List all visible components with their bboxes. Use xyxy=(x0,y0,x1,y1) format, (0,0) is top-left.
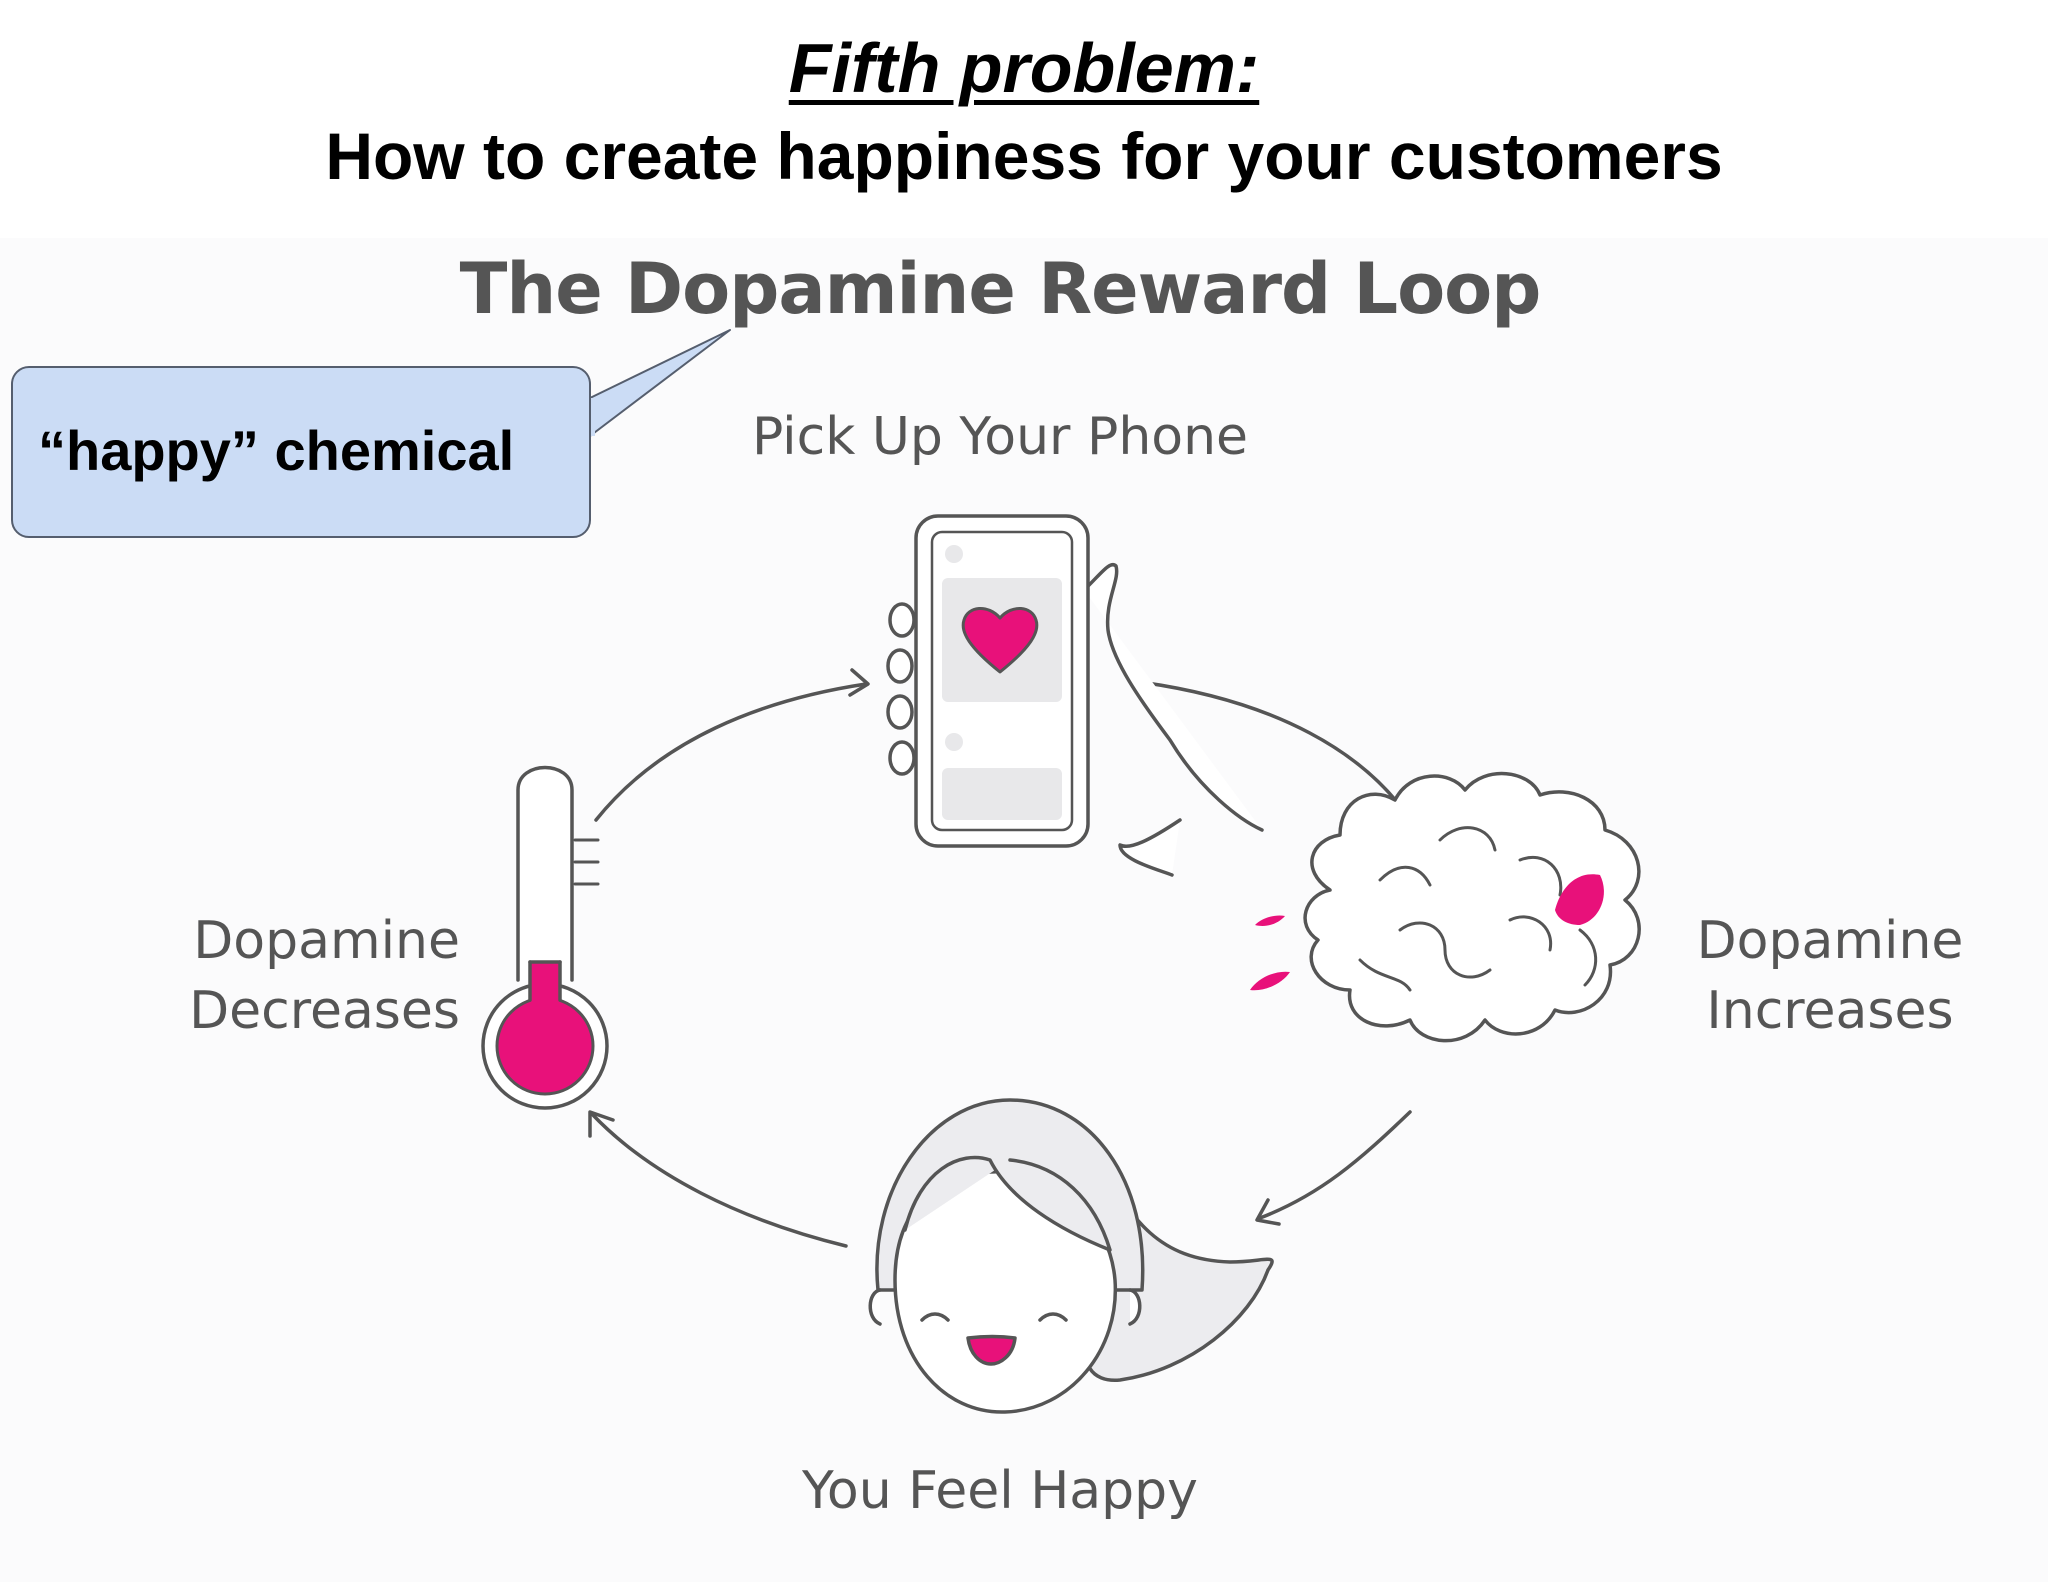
bangs xyxy=(903,1155,1112,1252)
finger-icons xyxy=(886,602,916,776)
stage-label-decrease: Dopamine Decreases xyxy=(140,906,460,1046)
brain-folds xyxy=(1358,826,1598,992)
stage-label-increase-line1: Dopamine xyxy=(1696,911,1964,971)
phone-with-heart-icon xyxy=(886,514,1264,877)
stage-label-phone: Pick Up Your Phone xyxy=(751,407,1249,467)
thermometer-ticks xyxy=(573,838,600,886)
smile xyxy=(966,1334,1017,1366)
thermometer-icon xyxy=(481,765,609,1110)
brain-outline xyxy=(1303,771,1641,1043)
stage-label-decrease-line1: Dopamine xyxy=(193,911,460,971)
happy-face-icon xyxy=(868,1098,1274,1414)
callout-text: “happy” chemical xyxy=(38,419,515,482)
arrow-brain-to-happy xyxy=(1258,1110,1412,1220)
diagram-title: The Dopamine Reward Loop xyxy=(459,248,1542,330)
slide-heading: Fifth problem: xyxy=(788,29,1260,107)
hand-icon xyxy=(1082,562,1264,877)
slide-subheading: How to create happiness for your custome… xyxy=(325,119,1723,193)
thermometer-bulb xyxy=(495,996,595,1096)
stage-label-increase: Dopamine Increases xyxy=(1660,906,2000,1046)
happy-chemical-callout xyxy=(11,366,591,538)
stage-label-happy: You Feel Happy xyxy=(802,1461,1198,1521)
brain-icon xyxy=(1250,771,1641,1043)
arrow-happy-to-decrease xyxy=(590,1112,848,1248)
dopamine-drops xyxy=(1250,874,1604,991)
heart-icon xyxy=(961,607,1039,674)
thermometer-tube xyxy=(516,765,574,982)
stage-label-decrease-line2: Decreases xyxy=(189,981,460,1041)
arrow-decrease-to-phone xyxy=(594,682,868,822)
stage-label-increase-line2: Increases xyxy=(1706,981,1954,1041)
